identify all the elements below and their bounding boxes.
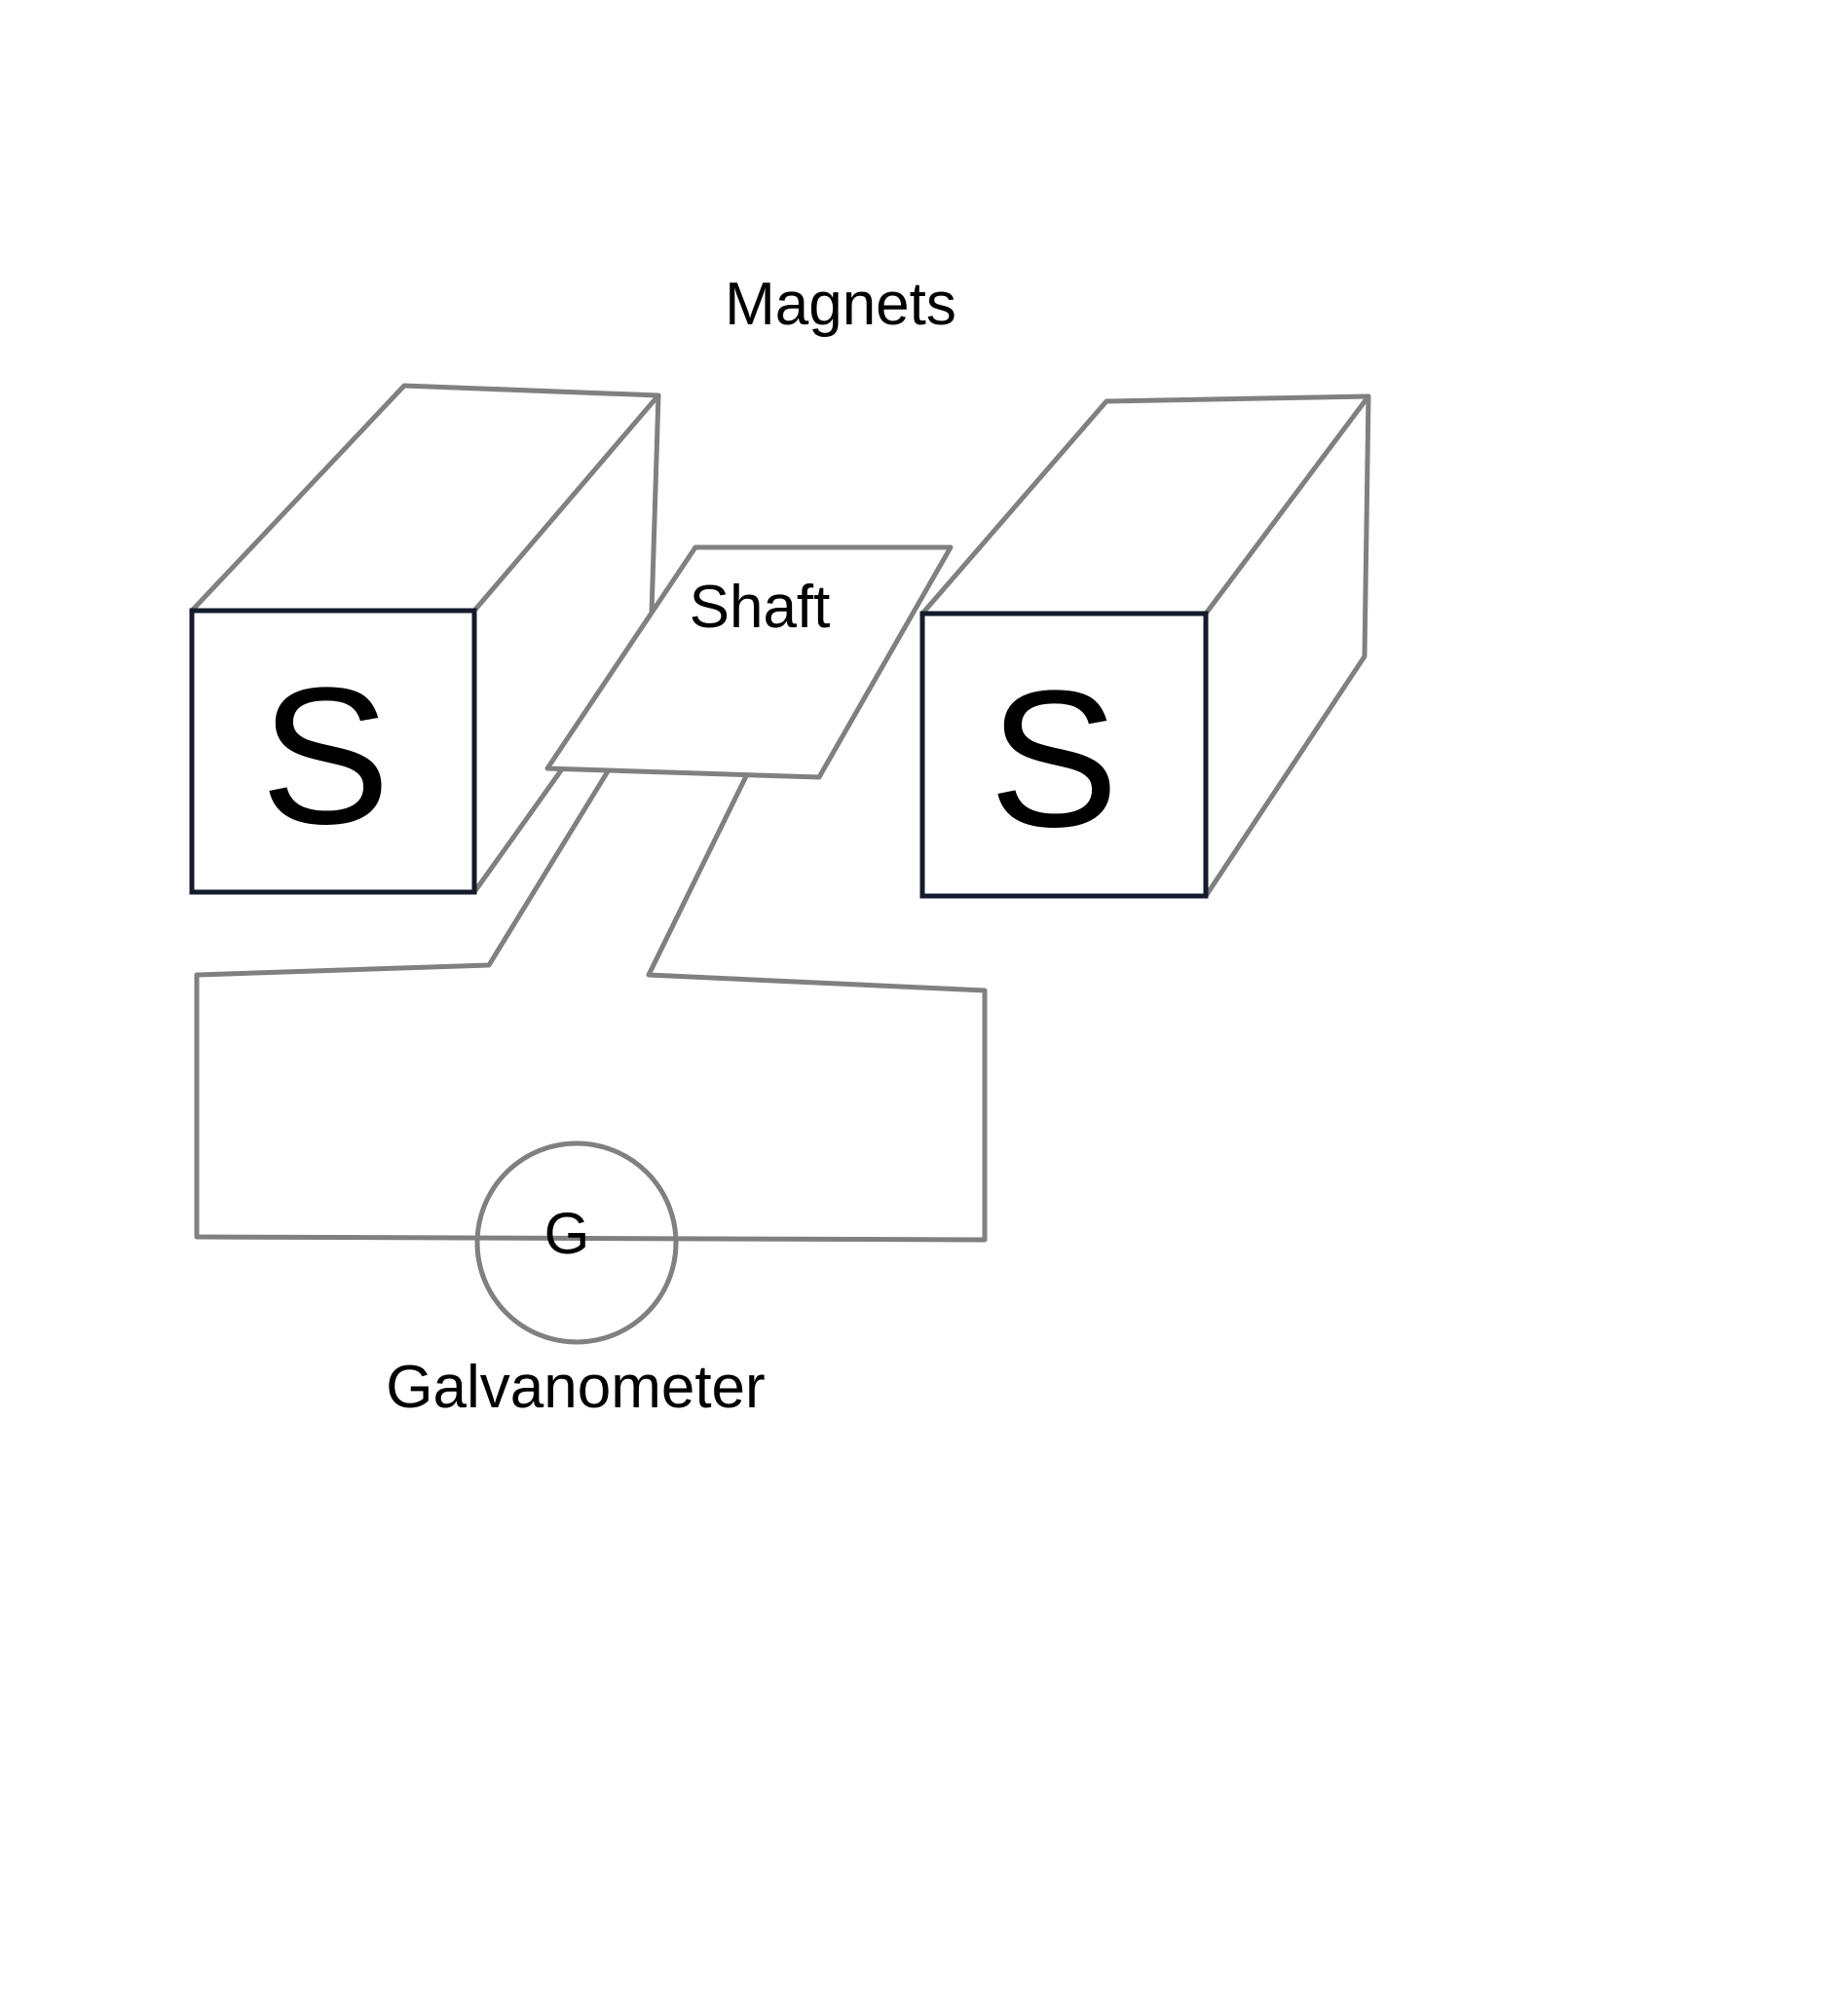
shaft-plate — [544, 544, 954, 780]
right-magnet-front-face — [919, 611, 1209, 899]
left-magnet: S — [189, 383, 661, 895]
galvanometer: G Galvanometer — [386, 1140, 766, 1421]
right-magnet: S — [919, 393, 1371, 899]
circuit-wire — [194, 768, 988, 1243]
shaft-label: Shaft — [690, 574, 831, 641]
galvanometer-symbol: G — [544, 1201, 590, 1266]
left-magnet-top-face — [189, 383, 661, 614]
left-magnet-pole-label: S — [260, 648, 390, 865]
right-magnet-top-face — [919, 393, 1371, 616]
galvanometer-circle — [474, 1140, 679, 1345]
shaft: Shaft — [544, 544, 954, 780]
right-magnet-pole-label: S — [989, 651, 1118, 868]
left-magnet-front-face — [189, 608, 477, 895]
galvanometer-label: Galvanometer — [386, 1354, 765, 1421]
right-magnet-side-face — [1203, 393, 1371, 899]
magnets-title: Magnets — [725, 271, 956, 338]
